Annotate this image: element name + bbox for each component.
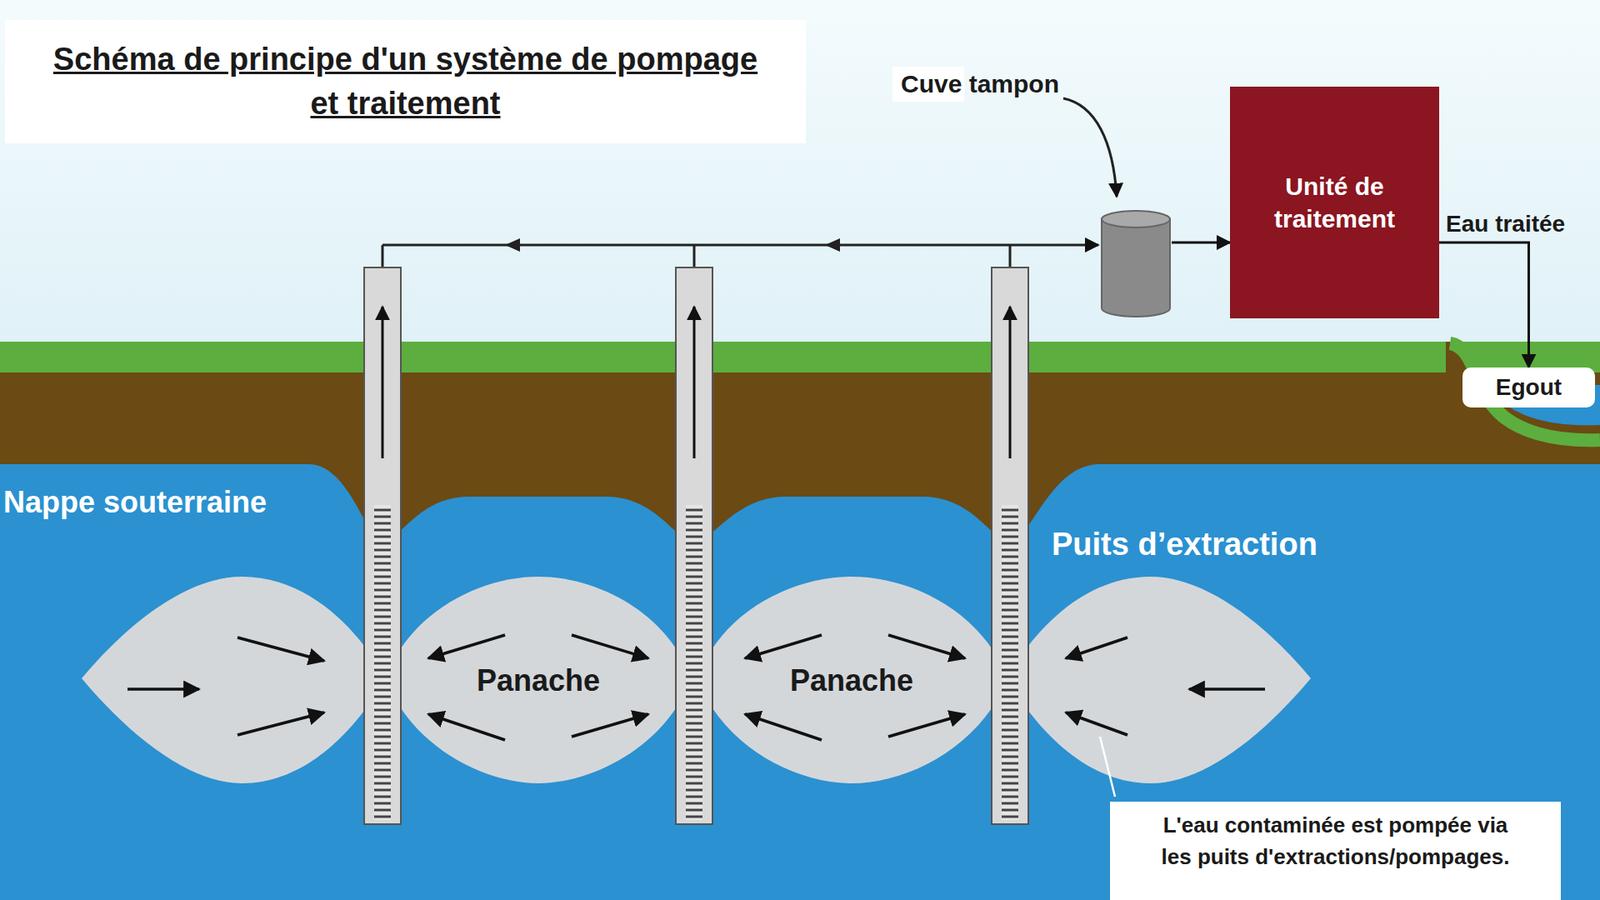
well-flow-arrow [693, 306, 696, 459]
treatment-unit: Unité de traitement [1230, 86, 1440, 319]
pipe-arrow [505, 238, 520, 252]
flow-connector [1439, 242, 1530, 368]
flow-arrow [237, 637, 325, 661]
pipe-arrow [825, 238, 840, 252]
aquifer-label: Nappe souterraine [3, 485, 267, 520]
sewer-box: Egout [1462, 367, 1595, 408]
plume [400, 576, 676, 784]
well-screen [374, 505, 391, 820]
flow-arrow [428, 714, 505, 740]
flow-arrow [571, 714, 649, 737]
well-screen [685, 505, 703, 820]
grass [0, 341, 1600, 373]
well-label: Puits d’extraction [1051, 526, 1318, 563]
flow-arrow [571, 635, 649, 659]
plume [712, 576, 992, 784]
flow-arrow [745, 714, 822, 740]
plume-label: Panache [476, 663, 600, 699]
flow-arrow [237, 712, 325, 735]
flow-arrow [1065, 712, 1128, 735]
plume [1028, 576, 1311, 784]
leader-arrow [1063, 98, 1117, 197]
diagram-title: Schéma de principe d'un système de pompa… [43, 37, 769, 126]
collection-pipe [382, 245, 1099, 268]
buffer-tank: Cuve tampon [1100, 209, 1172, 319]
well-casing [364, 267, 401, 825]
well-flow-arrow [381, 306, 385, 459]
plume-label: Panache [790, 663, 914, 699]
tank-body [1101, 219, 1170, 317]
flow-connector [1171, 241, 1230, 245]
pipe [381, 245, 385, 268]
well-flow-arrow [1009, 306, 1012, 459]
callout-note: L'eau contaminée est pompée via les puit… [1110, 801, 1561, 900]
flow-arrow [888, 714, 965, 737]
flow-arrow [1189, 687, 1265, 691]
title-box: Schéma de principe d'un système de pompa… [5, 20, 806, 144]
tank-top [1101, 210, 1170, 228]
pipe [693, 245, 696, 268]
flow-arrow [745, 635, 822, 659]
plume [81, 576, 365, 784]
extraction-well [991, 267, 1029, 825]
flow-arrow [1065, 637, 1128, 659]
node-label: Unité de traitement [1243, 170, 1426, 235]
node-label: Cuve tampon [892, 66, 965, 102]
pipe [1009, 245, 1012, 268]
flow-arrow [888, 635, 965, 659]
well-casing [991, 267, 1029, 825]
flow-arrow [127, 687, 200, 691]
pipe [382, 244, 1099, 247]
node-label: Egout [1495, 372, 1562, 403]
edge-label: Eau traitée [1445, 210, 1565, 238]
flow-arrow [428, 635, 505, 659]
groundwater [0, 464, 1600, 900]
well-casing [675, 267, 713, 825]
sky [0, 0, 1600, 350]
leader-line [1100, 736, 1115, 797]
extraction-well [364, 267, 401, 825]
sewer-channel [1450, 343, 1600, 440]
well-screen [1001, 505, 1019, 820]
extraction-well [675, 267, 713, 825]
tank-shape [1100, 209, 1172, 319]
